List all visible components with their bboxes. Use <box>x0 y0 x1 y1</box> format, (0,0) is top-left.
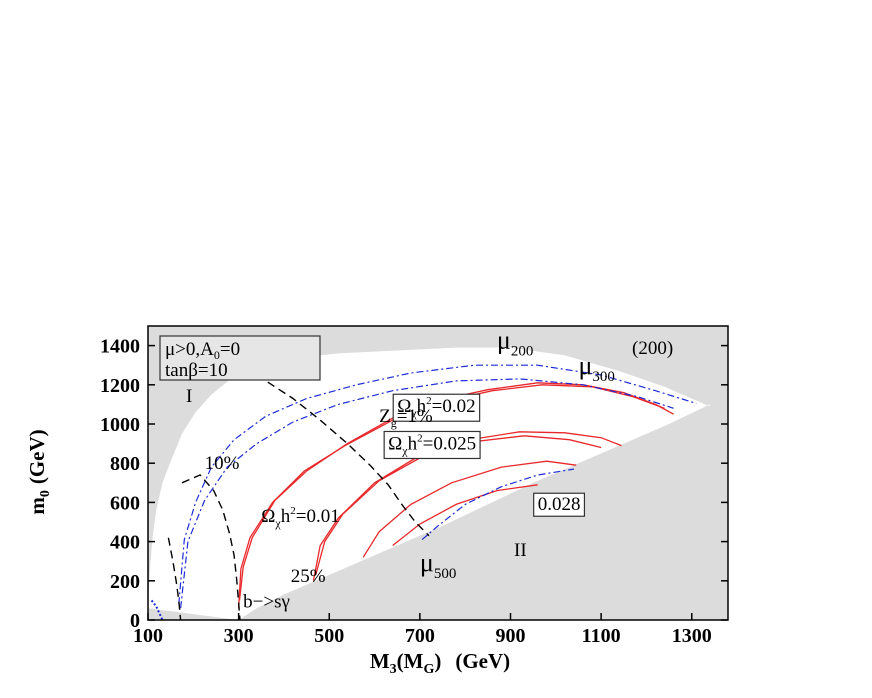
y-tick-label: 600 <box>110 492 140 514</box>
series-line-blue-dotted <box>150 599 164 620</box>
series-line-black-dashed <box>181 474 241 620</box>
annotation-box-omega002 <box>392 393 481 422</box>
y-tick-label: 200 <box>110 571 140 593</box>
y-tick-label: 400 <box>110 532 140 554</box>
x-tick-label: 900 <box>496 625 526 647</box>
x-tick-label: 300 <box>224 625 254 647</box>
x-axis-title: M3(MG) (GeV) <box>370 649 510 677</box>
y-axis-ticks: 0 200 400 600 800 1000 1200 1400 <box>100 336 728 632</box>
x-axis-title-paren: (M <box>397 649 424 673</box>
annotation-mu500: μ500 <box>420 548 456 582</box>
series-line-black-dashed <box>256 374 430 537</box>
annotation-mu200: μ200 <box>497 326 533 360</box>
series-line-red-solid <box>362 460 577 558</box>
series-line-blue-dashdot <box>178 364 697 605</box>
x-axis-title-main: M <box>370 649 390 673</box>
annotation-omega0025: Ωχh2=0.025 <box>388 432 476 457</box>
annotation-pct25: 25% <box>291 566 326 587</box>
params-line1: μ>0,A0=0 <box>165 339 240 362</box>
y-axis-title-sub: 0 <box>38 490 53 497</box>
series-line-blue-dashdot <box>180 378 674 609</box>
annotation-omega002: Ωχh2=0.02 <box>397 395 475 420</box>
params-line2: tanβ=10 <box>165 360 228 381</box>
series-layer <box>150 364 697 620</box>
region-I-label: I <box>186 386 192 407</box>
y-tick-label: 800 <box>110 453 140 475</box>
y-tick-label: 1000 <box>100 414 140 436</box>
series-line-red-solid <box>392 484 538 547</box>
annotation-mu300: μ300 <box>578 351 614 385</box>
series-line-blue-dashdot <box>421 468 574 541</box>
x-tick-label: 100 <box>133 625 163 647</box>
annotation-pct10: 10% <box>205 453 240 474</box>
y-axis-unit: (GeV) <box>25 429 49 484</box>
annotation-box-omega0025 <box>383 430 481 460</box>
allowed-region <box>148 347 710 620</box>
x-axis-title-paren-sub: G <box>423 662 434 677</box>
region-II-label: II <box>514 540 527 561</box>
y-axis-title-main: m <box>25 497 49 515</box>
x-axis-unit: (GeV) <box>455 649 510 673</box>
params-box <box>159 335 321 381</box>
x-tick-label: 1100 <box>582 625 621 647</box>
x-axis-ticks: 100 300 500 700 900 1100 1300 <box>133 613 712 647</box>
y-tick-label: 1400 <box>100 336 140 358</box>
y-axis-title: m0 (GeV) <box>25 429 53 514</box>
annotation-box-v0028 <box>533 492 586 517</box>
annotation-zg1: Zg=1% <box>379 406 433 430</box>
annotation-v0028: 0.028 <box>538 494 581 515</box>
y-tick-label: 0 <box>130 610 140 632</box>
x-tick-label: 700 <box>405 625 435 647</box>
x-tick-label: 1300 <box>672 625 712 647</box>
plot-frame <box>147 325 729 621</box>
y-tick-label: 1200 <box>100 375 140 397</box>
annotation-omega001: Ωχh2=0.01 <box>261 505 339 530</box>
panel-label: (200) <box>632 338 673 359</box>
x-axis-title-sub: 3 <box>390 662 397 677</box>
series-line-black-dashed <box>167 537 182 620</box>
x-axis-title-paren-close: ) <box>434 649 441 673</box>
x-tick-label: 500 <box>314 625 344 647</box>
annotation-bsg: b−>sγ <box>243 591 290 612</box>
